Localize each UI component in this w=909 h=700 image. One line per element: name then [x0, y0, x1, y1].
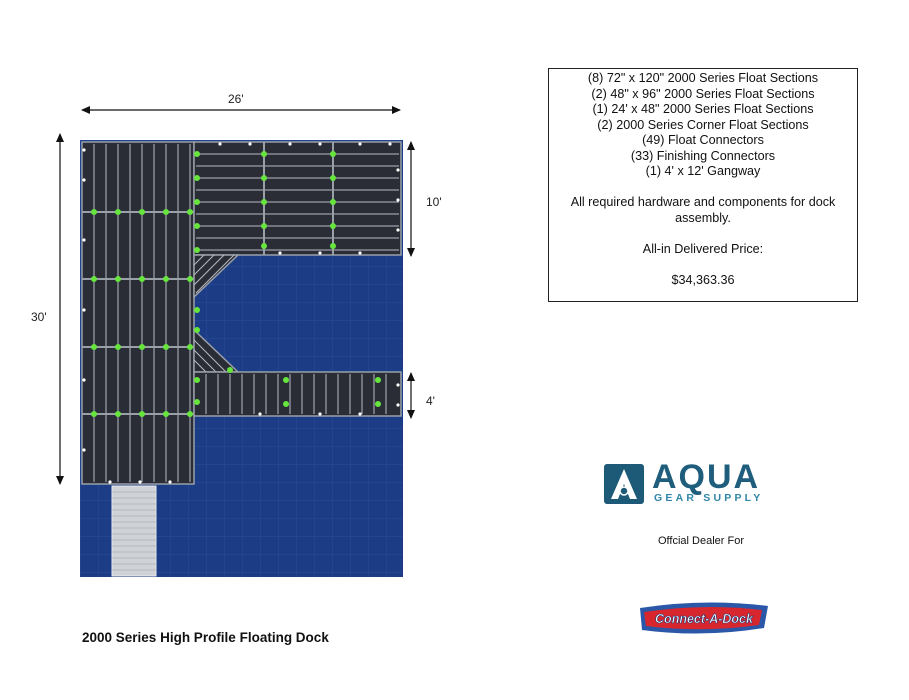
brand-name: AQUA: [652, 458, 761, 496]
float-connectors: [91, 151, 381, 417]
list-item: (2) 48" x 96" 2000 Series Float Sections: [591, 86, 815, 101]
list-item: (2) 2000 Series Corner Float Sections: [597, 117, 809, 132]
hardware-note: All required hardware and components for…: [570, 195, 836, 225]
brand-tagline: GEAR SUPPLY: [654, 492, 764, 504]
dock-layout-diagram: [80, 140, 403, 577]
list-item: (33) Finishing Connectors: [630, 148, 776, 163]
price-label: All-in Delivered Price:: [642, 241, 764, 256]
connect-a-dock-logo: Connect-A-Dock: [640, 602, 768, 634]
dealer-text: Offcial Dealer For: [658, 535, 744, 547]
list-item: (49) Float Connectors: [642, 133, 764, 147]
aqua-gear-supply-logo: AQUA GEAR SUPPLY: [604, 458, 804, 506]
finishing-connectors: [82, 142, 400, 484]
gangway: [111, 485, 157, 577]
upper-arm-label: 10': [426, 195, 442, 209]
list-item: (1) 24' x 48" 2000 Series Float Sections: [592, 102, 814, 116]
upper-arm: [193, 141, 402, 256]
height-label: 30': [31, 310, 47, 324]
price-value: $34,363.36: [671, 272, 735, 287]
page-title: 2000 Series High Profile Floating Dock: [82, 630, 329, 645]
lower-arm-label: 4': [426, 394, 435, 408]
lower-arm: [193, 371, 402, 417]
upper-corner-section: [193, 254, 240, 299]
parts-list: (8) 72" x 120" 2000 Series Float Section…: [549, 71, 857, 180]
main-walkway: [81, 141, 195, 485]
aqua-a-icon: [604, 464, 644, 504]
list-item: (1) 4' x 12' Gangway: [645, 164, 761, 178]
width-label: 26': [228, 92, 244, 106]
list-item: (8) 72" x 120" 2000 Series Float Section…: [587, 71, 819, 85]
parts-list-box: (8) 72" x 120" 2000 Series Float Section…: [548, 68, 858, 302]
partner-logo-text: Connect-A-Dock: [655, 612, 754, 626]
